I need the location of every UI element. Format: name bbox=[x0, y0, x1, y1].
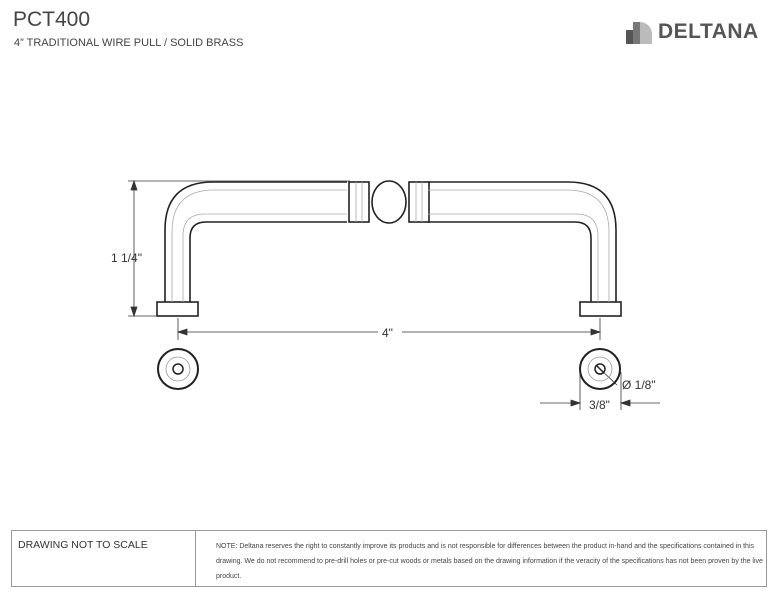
length-dimension: 4" bbox=[382, 326, 393, 340]
logo-mark-icon bbox=[626, 22, 652, 44]
footer-notes: DRAWING NOT TO SCALE NOTE: Deltana reser… bbox=[11, 530, 767, 587]
disclaimer: NOTE: Deltana reserves the right to cons… bbox=[216, 543, 763, 580]
right-base-view bbox=[579, 348, 621, 390]
deltana-logo: DELTANA bbox=[626, 20, 759, 44]
base-dimension: 3/8" bbox=[589, 398, 610, 412]
height-dimension: 1 1/4" bbox=[111, 251, 142, 265]
left-base-view bbox=[157, 348, 199, 390]
dimension-lines bbox=[128, 179, 660, 410]
product-description: 4” TRADITIONAL WIRE PULL / SOLID BRASS bbox=[14, 37, 244, 49]
scale-note: DRAWING NOT TO SCALE bbox=[12, 531, 196, 586]
pull-side-view bbox=[156, 180, 622, 317]
logo-text: DELTANA bbox=[658, 20, 759, 43]
hole-dimension: Ø 1/8" bbox=[622, 378, 656, 392]
pull-drawing: 1 1/4" 4" Ø 1/8" 3/8" bbox=[111, 179, 660, 412]
product-code: PCT400 bbox=[13, 8, 91, 31]
